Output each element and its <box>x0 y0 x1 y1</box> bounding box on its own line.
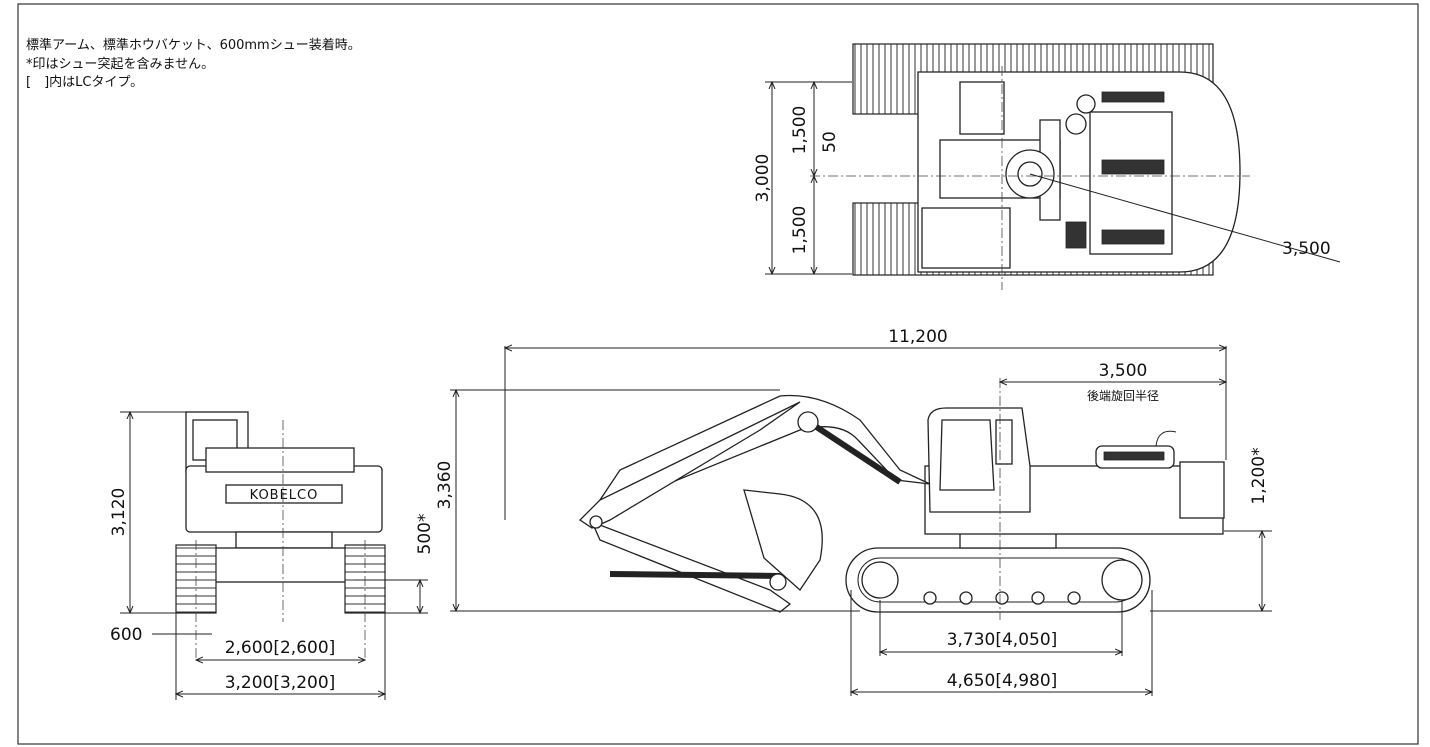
side-dim-counterweight-clearance: 1,200* <box>1249 447 1269 504</box>
note-line-2: *印はシュー突起を含みません。 <box>26 56 214 72</box>
top-view: 3,500 3,000 1,500 1,500 50 <box>753 43 1341 290</box>
rear-dim-gauge: 2,600[2,600] <box>225 638 336 658</box>
top-grille-4 <box>1065 221 1087 249</box>
top-swing-radius-line <box>1029 173 1341 263</box>
side-dim-overall-height: 3,360 <box>435 461 455 510</box>
side-bucket <box>743 489 823 591</box>
top-cab <box>921 207 1011 269</box>
side-boom-pin <box>797 411 819 433</box>
drawing-border <box>17 3 1419 745</box>
side-exhaust <box>1155 430 1177 447</box>
side-arm <box>578 401 801 529</box>
rear-dim-height: 3,120 <box>109 488 129 537</box>
rear-brand-text: KOBELCO <box>250 488 319 503</box>
side-dim-track-length: 4,650[4,980] <box>947 671 1058 691</box>
top-step-box <box>959 81 1005 135</box>
top-dim-swing-radius: 3,500 <box>1282 239 1331 259</box>
side-rollers <box>923 591 1081 605</box>
top-dim-lower-half: 1,500 <box>790 206 810 255</box>
rear-brand-plate <box>225 484 343 504</box>
side-dim-overall-length: 11,200 <box>888 327 947 347</box>
rear-dim-shoe-width: 600 <box>110 625 142 645</box>
notes-block: 標準アーム、標準ホウバケット、600mmシュー装着時。 *印はシュー突起を含みま… <box>26 37 361 90</box>
side-boom <box>599 394 931 511</box>
top-dim-offset: 50 <box>820 131 840 153</box>
side-cab-window <box>939 419 995 491</box>
top-grille-1 <box>1101 91 1165 103</box>
top-filler-cap-1 <box>1076 94 1096 114</box>
note-line-1: 標準アーム、標準ホウバケット、600mmシュー装着時。 <box>26 37 361 53</box>
note-line-3: [ ]内はLCタイプ。 <box>26 74 143 90</box>
side-boom-cylinder <box>810 421 902 485</box>
side-idler <box>861 561 899 599</box>
rear-engine-hood <box>205 447 355 473</box>
top-filler-cap-2 <box>1065 113 1087 135</box>
rear-view: KOBELCO 3,120 500* 600 2,600[2,600] 3,20… <box>109 412 435 700</box>
side-tip-pin <box>589 515 603 529</box>
top-dim-upper-half: 1,500 <box>790 106 810 155</box>
rear-swing-bearing <box>235 531 333 549</box>
side-cab-door-window <box>995 419 1013 465</box>
top-dim-total-width: 3,000 <box>753 154 773 203</box>
side-bucket-pin <box>769 573 787 591</box>
side-arm-cylinder <box>609 571 781 579</box>
top-grille-3 <box>1101 229 1165 245</box>
top-grille-2 <box>1101 159 1165 175</box>
rear-undercarriage <box>205 547 355 583</box>
rear-dim-overall-width: 3,200[3,200] <box>225 673 336 693</box>
side-view: 11,200 3,500 後端旋回半径 3,360 1,200* 3,730[4… <box>435 327 1272 696</box>
side-dim-tumbler-distance: 3,730[4,050] <box>947 630 1058 650</box>
side-engine-grille <box>1103 451 1165 461</box>
rear-dim-ground-clearance: 500* <box>415 514 435 555</box>
side-tail-radius-label: 後端旋回半径 <box>1087 389 1159 403</box>
side-counterweight <box>1179 461 1225 519</box>
side-sprocket <box>1101 559 1143 601</box>
side-dim-tail-radius: 3,500 <box>1099 361 1148 381</box>
side-arm-lower <box>590 520 792 613</box>
